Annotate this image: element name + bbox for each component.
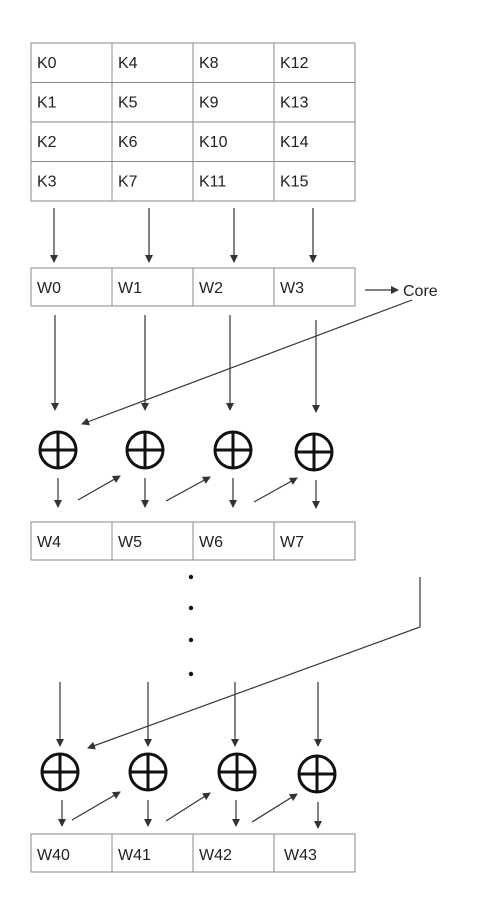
key-to-w-arrows <box>50 208 317 263</box>
key-cell-k11: K11 <box>199 174 226 191</box>
xor-to-w-arrows-2 <box>58 791 322 829</box>
key-cell-k2: K2 <box>37 134 57 151</box>
w-cell-w2: W2 <box>199 280 223 297</box>
key-cell-k6: K6 <box>118 134 138 151</box>
chain-arrow <box>253 477 298 503</box>
core-feedback-arrow-2 <box>87 577 421 750</box>
core-feedback-arrow-1 <box>81 299 413 426</box>
xor-2-2-icon <box>128 752 168 792</box>
key-cell-k15: K15 <box>280 174 309 191</box>
key-cell-k7: K7 <box>118 174 138 191</box>
key-cell-k13: K13 <box>280 95 309 112</box>
w-cell-w0: W0 <box>37 280 61 297</box>
key-cell-k5: K5 <box>118 95 138 112</box>
core-label: Core <box>403 283 438 300</box>
xor-to-w-arrows-1 <box>54 475 320 509</box>
xor-1-4-icon <box>294 432 334 472</box>
w-to-xor-arrows-2 <box>56 682 322 747</box>
xor-2-3-icon <box>217 752 257 792</box>
chain-arrow <box>77 475 121 501</box>
chain-arrow <box>165 476 211 502</box>
chain-arrow <box>165 792 211 822</box>
xor-2-1-icon <box>40 752 80 792</box>
w-cell-w43: W43 <box>284 847 317 864</box>
w-cell-w3: W3 <box>280 280 304 297</box>
w-cell-w4: W4 <box>37 534 61 551</box>
key-cell-k14: K14 <box>280 134 309 151</box>
xor-row-1 <box>38 430 334 472</box>
key-grid: K0 K4 K8 K12 K1 K5 K9 K13 K2 K6 K10 K14 … <box>30 42 356 202</box>
w-cell-w5: W5 <box>118 534 142 551</box>
xor-1-1-icon <box>38 430 78 470</box>
w-cell-w1: W1 <box>118 280 142 297</box>
w-cell-w6: W6 <box>199 534 223 551</box>
ellipsis-dots <box>188 574 194 677</box>
w-cell-w7: W7 <box>280 534 304 551</box>
w-cell-w41: W41 <box>118 847 151 864</box>
key-cell-k0: K0 <box>37 55 57 72</box>
key-cell-k10: K10 <box>199 134 228 151</box>
chain-arrow <box>71 791 121 821</box>
key-cell-k3: K3 <box>37 174 57 191</box>
w-cell-w42: W42 <box>199 847 232 864</box>
xor-row-2 <box>40 752 337 794</box>
xor-1-3-icon <box>213 430 253 470</box>
w-row-0: W0 W1 W2 W3 <box>30 267 356 307</box>
xor-1-2-icon <box>125 430 165 470</box>
chain-arrow <box>251 793 298 823</box>
w-row-1: W4 W5 W6 W7 <box>30 521 356 561</box>
key-cell-k8: K8 <box>199 55 219 72</box>
key-cell-k9: K9 <box>199 95 219 112</box>
key-cell-k4: K4 <box>118 55 138 72</box>
key-cell-k12: K12 <box>280 55 309 72</box>
xor-2-4-icon <box>297 754 337 794</box>
w-cell-w40: W40 <box>37 847 70 864</box>
w-row-2: W40 W41 W42 W43 <box>30 833 356 873</box>
key-cell-k1: K1 <box>37 95 57 112</box>
w-to-xor-arrows-1 <box>51 315 320 413</box>
